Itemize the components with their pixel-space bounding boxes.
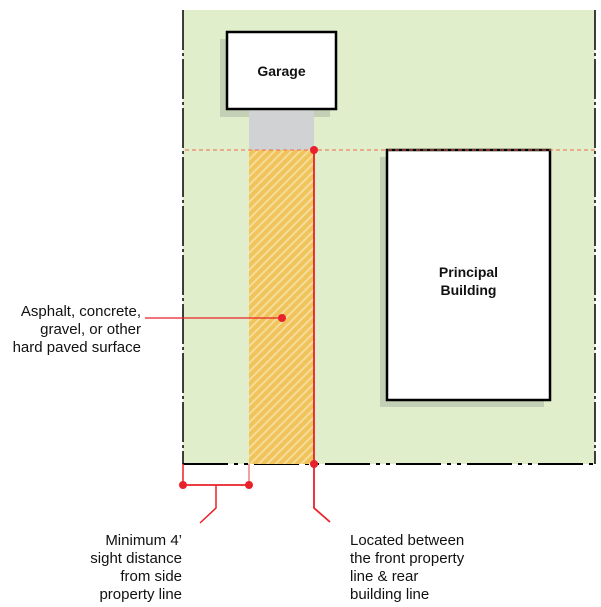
callout-line: from side xyxy=(120,568,182,585)
principal-building-label-1: Principal xyxy=(438,264,499,280)
garage xyxy=(225,30,338,111)
callout-line: Minimum 4’ xyxy=(105,532,182,549)
sight-callout: Minimum 4’ sight distance from side prop… xyxy=(40,532,182,604)
principal-building-label-2: Building xyxy=(440,282,497,298)
callout-line: gravel, or other xyxy=(40,321,141,338)
callout-line: Located between xyxy=(350,532,465,549)
location-callout: Located between the front property line … xyxy=(350,532,550,604)
callout-line: Asphalt, concrete, xyxy=(20,303,141,320)
driveway-gray xyxy=(249,110,314,150)
principal-building xyxy=(385,148,552,402)
callout-line: the front property xyxy=(350,550,465,567)
paved-surface-hatched xyxy=(249,150,314,464)
callout-line: hard paved surface xyxy=(12,339,141,356)
callout-line: property line xyxy=(99,586,182,603)
garage-label: Garage xyxy=(257,63,306,79)
callout-line: line & rear xyxy=(350,568,419,585)
callout-line: sight distance xyxy=(90,550,182,567)
surface-callout: Asphalt, concrete, gravel, or other hard… xyxy=(0,303,141,357)
location-leader xyxy=(313,150,331,523)
callout-line: building line xyxy=(350,586,430,603)
